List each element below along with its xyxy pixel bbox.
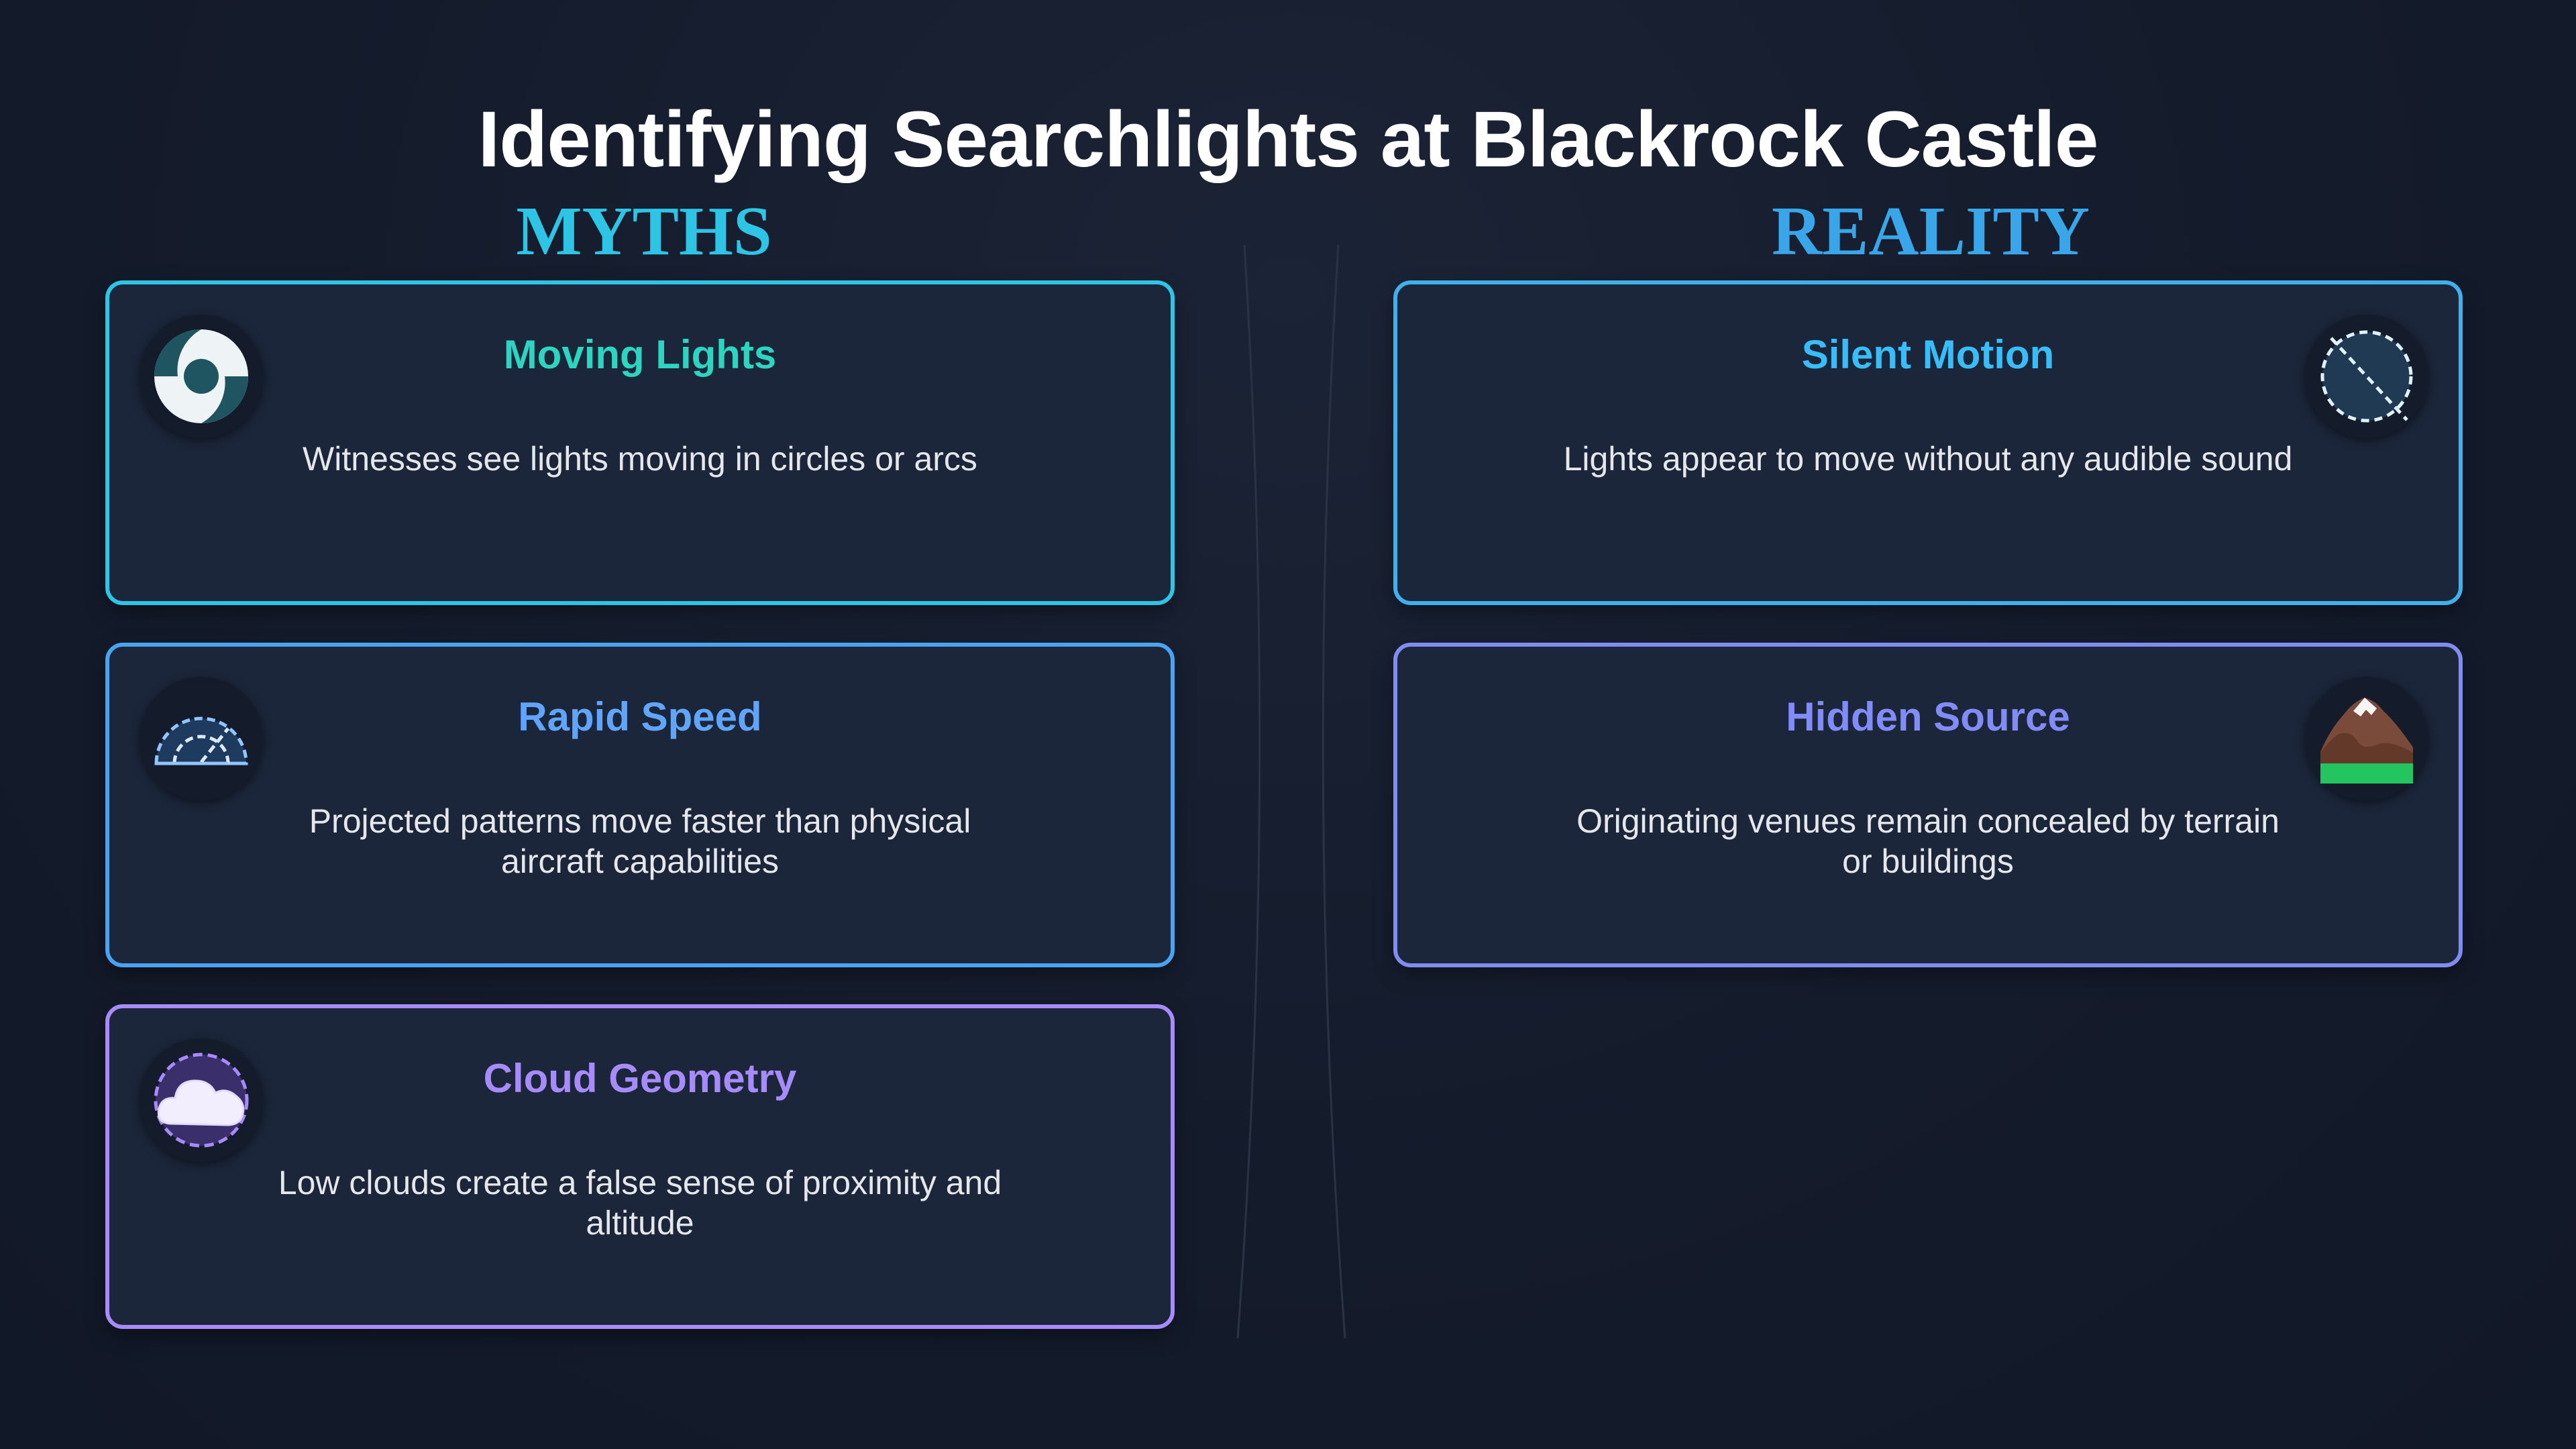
- speedometer-icon: [140, 677, 263, 800]
- moving-circle-icon: [140, 315, 263, 438]
- card-description: Witnesses see lights moving in circles o…: [303, 440, 977, 478]
- reality-card-silent-motion: Silent Motion Lights appear to move with…: [1393, 280, 2463, 605]
- card-title: Moving Lights: [503, 332, 777, 377]
- card-title: Rapid Speed: [518, 694, 762, 739]
- page-title: Identifying Searchlights at Blackrock Ca…: [478, 95, 2098, 184]
- card-description: Originating venues remain concealed by t…: [1576, 802, 2279, 880]
- myth-card-cloud-geometry: Cloud Geometry Low clouds create a false…: [105, 1004, 1175, 1329]
- myths-heading: MYTHS: [516, 193, 772, 270]
- myth-card-rapid-speed: Rapid Speed Projected patterns move fast…: [105, 643, 1175, 967]
- cloud-icon: [140, 1038, 263, 1162]
- card-description: Projected patterns move faster than phys…: [309, 802, 971, 880]
- card-description: Lights appear to move without any audibl…: [1563, 440, 2293, 478]
- card-title: Silent Motion: [1801, 332, 2055, 377]
- card-title: Cloud Geometry: [483, 1056, 797, 1101]
- myth-card-moving-lights: Moving Lights Witnesses see lights movin…: [105, 280, 1175, 605]
- reality-card-hidden-source: Hidden Source Originating venues remain …: [1393, 643, 2463, 967]
- card-description: Low clouds create a false sense of proxi…: [278, 1164, 1002, 1242]
- card-title: Hidden Source: [1786, 694, 2070, 739]
- mountain-icon: [2305, 677, 2428, 800]
- silent-icon: [2305, 315, 2428, 438]
- reality-heading: REALITY: [1772, 193, 2090, 270]
